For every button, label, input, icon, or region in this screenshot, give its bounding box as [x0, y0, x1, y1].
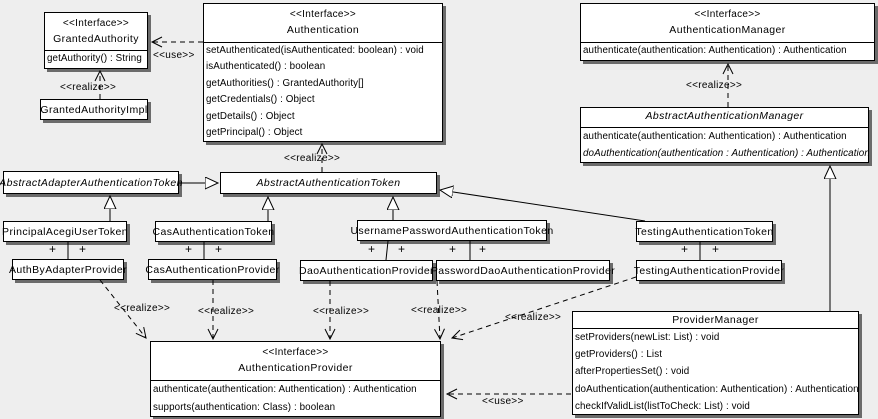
class-box-abstract-authentication-manager[interactable]: AbstractAuthenticationManager authentica… — [580, 107, 869, 163]
class-box-principal-acegi-user-token[interactable]: PrincipalAcegiUserToken — [2, 221, 128, 242]
class-name: AbstractAdapterAuthenticationToken — [0, 176, 183, 189]
association-plus: + — [79, 242, 87, 256]
association-plus: + — [215, 242, 223, 256]
method: setAuthenticated(isAuthenticated: boolea… — [206, 45, 424, 56]
class-name: TestingAuthenticationProvider — [633, 264, 785, 277]
class-box-username-password-authentication-token[interactable]: UsernamePasswordAuthenticationToken — [350, 220, 553, 241]
association-plus: + — [368, 242, 376, 256]
association-plus: + — [398, 242, 406, 256]
stereotype-label: <<Interface>> — [694, 9, 761, 20]
stereotype-label: <<Interface>> — [289, 9, 357, 20]
class-box-auth-by-adapter-provider[interactable]: AuthByAdapterProvider — [8, 259, 128, 280]
method: getProviders() : List — [575, 349, 663, 361]
class-name: AbstractAuthenticationManager — [645, 110, 804, 122]
method: afterPropertiesSet() : void — [575, 366, 690, 378]
stereotype-label: <<Interface>> — [262, 347, 329, 358]
class-box-password-dao-authentication-provider[interactable]: PasswordDaoAuthenticationProvider — [431, 260, 615, 281]
realize-label: <<realize>> — [114, 303, 171, 314]
method: getCredentials() : Object — [206, 94, 315, 106]
class-box-granted-authority-impl[interactable]: GrantedAuthorityImpl — [40, 99, 148, 120]
class-name: GrantedAuthority — [53, 33, 139, 45]
method: isAuthenticated() : boolean — [206, 61, 326, 73]
method: doAuthentication(authentication: Authent… — [575, 383, 858, 395]
method: doAuthentication(authentication : Authen… — [583, 148, 868, 159]
class-name: UsernamePasswordAuthenticationToken — [350, 224, 554, 237]
method: getAuthorities() : GrantedAuthority[] — [206, 77, 364, 89]
class-name: PrincipalAcegiUserToken — [2, 225, 128, 238]
method: authenticate(authentication: Authenticat… — [153, 384, 417, 395]
class-box-authentication-manager[interactable]: <<Interface>> AuthenticationManager auth… — [580, 3, 875, 61]
class-name: TestingAuthenticationToken — [635, 225, 774, 238]
class-box-authentication[interactable]: <<Interface>> Authentication setAuthenti… — [203, 3, 443, 142]
method: getDetails() : Object — [206, 110, 295, 122]
class-name: GrantedAuthorityImpl — [40, 103, 148, 116]
realize-label: <<realize>> — [284, 153, 341, 164]
association-plus: + — [185, 242, 193, 256]
class-name: AuthenticationProvider — [238, 362, 353, 374]
method: getPrincipal() : Object — [206, 127, 303, 139]
association-plus: + — [49, 242, 57, 256]
class-box-dao-authentication-provider[interactable]: DaoAuthenticationProvider — [299, 260, 434, 281]
class-name: PasswordDaoAuthenticationProvider — [430, 264, 616, 277]
method: getAuthority() : String — [47, 53, 142, 64]
class-box-testing-authentication-provider[interactable]: TestingAuthenticationProvider — [633, 260, 785, 281]
realize-label: <<realize>> — [411, 305, 468, 316]
use-label: <<use>> — [482, 396, 524, 407]
assoc-usernamepassword-token-dao-provider — [385, 240, 389, 261]
class-box-testing-authentication-token[interactable]: TestingAuthenticationToken — [635, 221, 774, 242]
class-name: DaoAuthenticationProvider — [299, 264, 434, 277]
class-box-provider-manager[interactable]: ProviderManager setProviders(newList: Li… — [572, 311, 859, 415]
class-box-cas-authentication-provider[interactable]: CasAuthenticationProvider — [145, 259, 280, 280]
association-plus: + — [712, 242, 720, 256]
realize-label: <<realize>> — [60, 82, 117, 93]
class-name: Authentication — [286, 24, 360, 36]
realize-label: <<realize>> — [198, 306, 255, 317]
class-name: AbstractAuthenticationToken — [256, 177, 401, 189]
method: authenticate(authentication: Authenticat… — [583, 131, 847, 142]
realize-label: <<realize>> — [686, 80, 743, 91]
class-name: ProviderManager — [672, 314, 759, 326]
class-box-abstract-adapter-authentication-token[interactable]: AbstractAdapterAuthenticationToken — [0, 171, 182, 194]
class-box-abstract-authentication-token[interactable]: AbstractAuthenticationToken — [220, 172, 437, 194]
association-plus: + — [681, 242, 689, 256]
class-box-authentication-provider[interactable]: <<Interface>> AuthenticationProvider aut… — [150, 341, 441, 417]
method: authenticate(authentication: Authenticat… — [583, 45, 847, 56]
method: checkIfValidList(listToCheck: List) : vo… — [575, 400, 750, 412]
stereotype-label: <<Interface>> — [62, 18, 130, 29]
class-name: AuthenticationManager — [669, 24, 786, 36]
class-name: AuthByAdapterProvider — [8, 263, 128, 276]
use-label: <<use>> — [153, 50, 195, 61]
realize-label: <<realize>> — [313, 306, 370, 317]
gen-testing-token-to-abstract-token — [440, 190, 646, 222]
association-plus: + — [479, 242, 487, 256]
class-name: CasAuthenticationProvider — [145, 263, 280, 276]
realize-label: <<realize>> — [505, 312, 562, 323]
class-name: CasAuthenticationToken — [152, 225, 275, 238]
association-plus: + — [449, 242, 457, 256]
class-box-cas-authentication-token[interactable]: CasAuthenticationToken — [152, 221, 275, 242]
method: setProviders(newList: List) : void — [575, 332, 720, 343]
method: supports(authentication: Class) : boolea… — [153, 402, 336, 413]
class-box-granted-authority[interactable]: <<Interface>> GrantedAuthority getAuthor… — [44, 12, 148, 69]
